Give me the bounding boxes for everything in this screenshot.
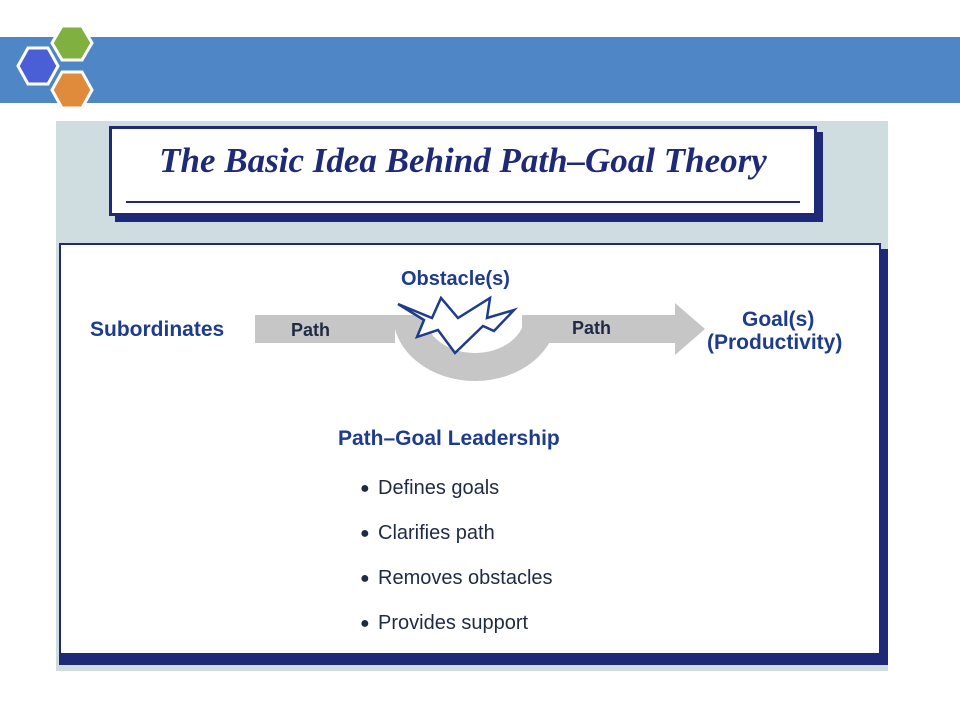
bullet-icon: ●	[360, 525, 370, 542]
bullet-icon: ●	[360, 615, 370, 632]
bullet-text: Clarifies path	[378, 522, 495, 544]
theory-figure: The Basic Idea Behind Path–Goal Theory	[56, 121, 888, 671]
title-underline	[126, 201, 800, 203]
list-item: ● Removes obstacles	[360, 566, 553, 611]
list-item: ● Clarifies path	[360, 521, 553, 566]
bullet-text: Provides support	[378, 612, 529, 634]
path-arrow	[522, 303, 705, 355]
panel-shadow	[879, 249, 888, 665]
path-detour	[393, 315, 557, 381]
hexagon-logo-icon	[16, 24, 94, 110]
leadership-bullet-list: ● Defines goals ● Clarifies path ● Removes …	[360, 476, 553, 656]
path-label-left: Path	[291, 320, 331, 340]
subordinates-label: Subordinates	[90, 318, 225, 341]
bullet-icon: ●	[360, 570, 370, 587]
path-label-right: Path	[572, 318, 612, 338]
hexagon-orange-icon	[50, 70, 94, 110]
panel-shadow	[59, 653, 888, 665]
list-item: ● Provides support	[360, 611, 553, 656]
list-item: ● Defines goals	[360, 476, 553, 521]
goal-label: Goal(s)	[742, 308, 815, 331]
figure-title-box: The Basic Idea Behind Path–Goal Theory	[109, 126, 817, 216]
header-bar	[0, 37, 960, 103]
goal-productivity-label: (Productivity)	[707, 331, 843, 354]
bullet-text: Removes obstacles	[378, 567, 553, 589]
bullet-text: Defines goals	[378, 477, 500, 499]
obstacle-star-icon	[397, 295, 519, 355]
leadership-heading: Path–Goal Leadership	[338, 427, 560, 450]
bullet-icon: ●	[360, 480, 370, 497]
figure-title: The Basic Idea Behind Path–Goal Theory	[159, 141, 767, 180]
obstacle-label: Obstacle(s)	[401, 268, 510, 290]
hexagon-green-icon	[50, 24, 94, 62]
path-segment-left	[255, 315, 395, 343]
hexagon-blue-icon	[16, 46, 60, 86]
